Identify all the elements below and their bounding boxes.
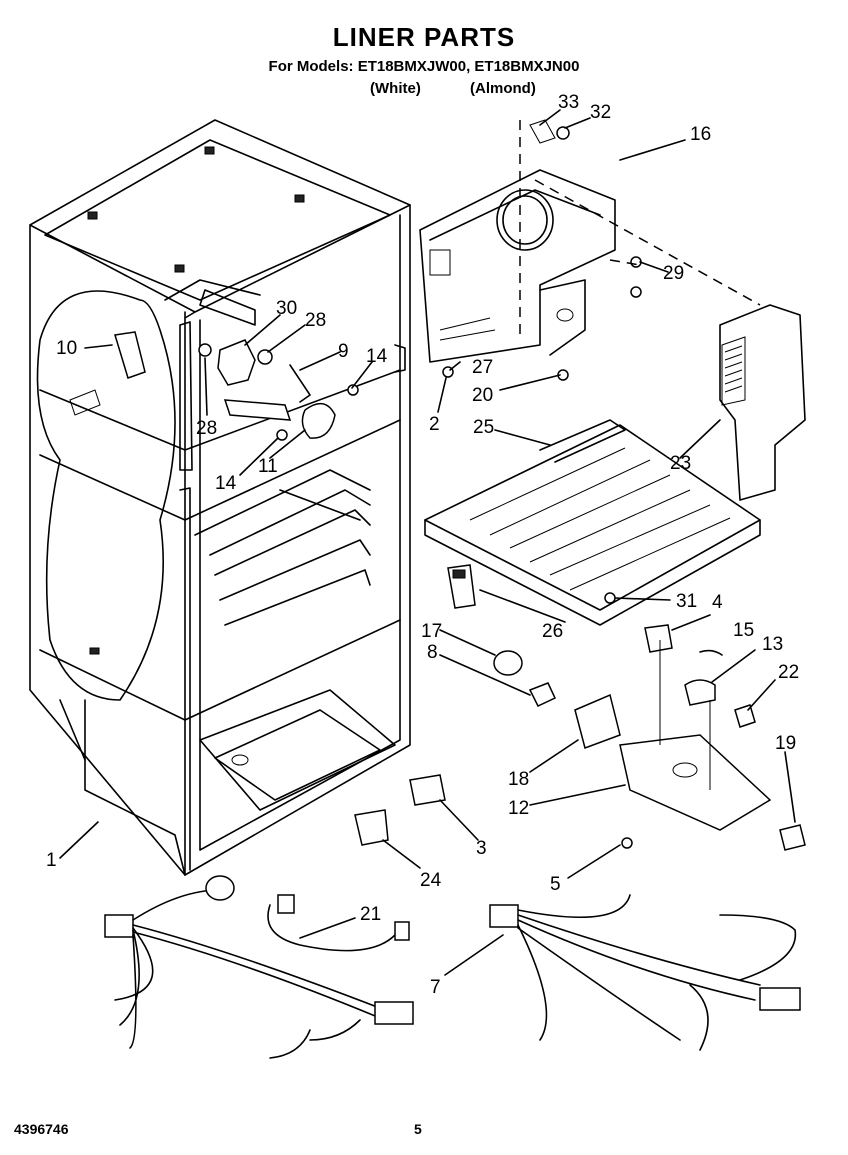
callout-8: 8 — [427, 642, 438, 663]
callout-21: 21 — [360, 904, 381, 925]
callout-29: 29 — [663, 263, 684, 284]
callout-24: 24 — [420, 870, 442, 891]
callout-22: 22 — [778, 662, 799, 683]
wire-harnesses — [104, 875, 801, 1059]
callout-10: 10 — [56, 338, 77, 359]
callout-5: 5 — [550, 874, 561, 895]
variant-almond-label: (Almond) — [470, 80, 536, 97]
air-duct — [719, 304, 806, 501]
callout-25: 25 — [473, 417, 494, 438]
callout-11: 11 — [258, 456, 278, 477]
evaporator-cover — [419, 119, 761, 381]
document-number: 4396746 — [14, 1121, 69, 1137]
callout-12: 12 — [508, 798, 529, 819]
callout-16: 16 — [690, 124, 711, 145]
models-line: For Models: ET18BMXJW00, ET18BMXJN00 — [268, 58, 580, 75]
callout-7: 7 — [430, 977, 441, 998]
callout-18: 18 — [508, 769, 529, 790]
callout-26: 26 — [542, 621, 563, 642]
callout-17: 17 — [421, 621, 442, 642]
callout-27: 27 — [472, 357, 493, 378]
callout-1: 1 — [46, 850, 57, 871]
callout-32: 32 — [590, 102, 611, 123]
callout-numbers: 33 32 16 30 28 9 10 14 29 27 20 2 28 14 … — [46, 92, 799, 998]
page-number: 5 — [414, 1121, 422, 1137]
leader-lines — [59, 109, 796, 976]
variant-white-label: (White) — [370, 80, 421, 97]
callout-15: 15 — [733, 620, 754, 641]
callout-9: 9 — [338, 341, 349, 362]
liner-cabinet — [29, 119, 411, 876]
callout-28: 28 — [305, 310, 326, 331]
callout-33: 33 — [558, 92, 579, 113]
callout-14: 14 — [366, 346, 388, 367]
callout-23: 23 — [670, 453, 691, 474]
callout-30: 30 — [276, 298, 297, 319]
small-parts — [354, 564, 806, 851]
callout-19: 19 — [775, 733, 796, 754]
callout-28b: 28 — [196, 418, 217, 439]
cabinet-fittings — [114, 331, 359, 441]
callout-20: 20 — [472, 385, 493, 406]
page-title: LINER PARTS — [332, 22, 516, 52]
callout-4: 4 — [712, 592, 723, 613]
evaporator-shelf — [424, 419, 761, 626]
callout-3: 3 — [476, 838, 487, 859]
callout-2: 2 — [429, 414, 440, 435]
callout-13: 13 — [762, 634, 783, 655]
callout-14b: 14 — [215, 473, 237, 494]
callout-31: 31 — [676, 591, 697, 612]
